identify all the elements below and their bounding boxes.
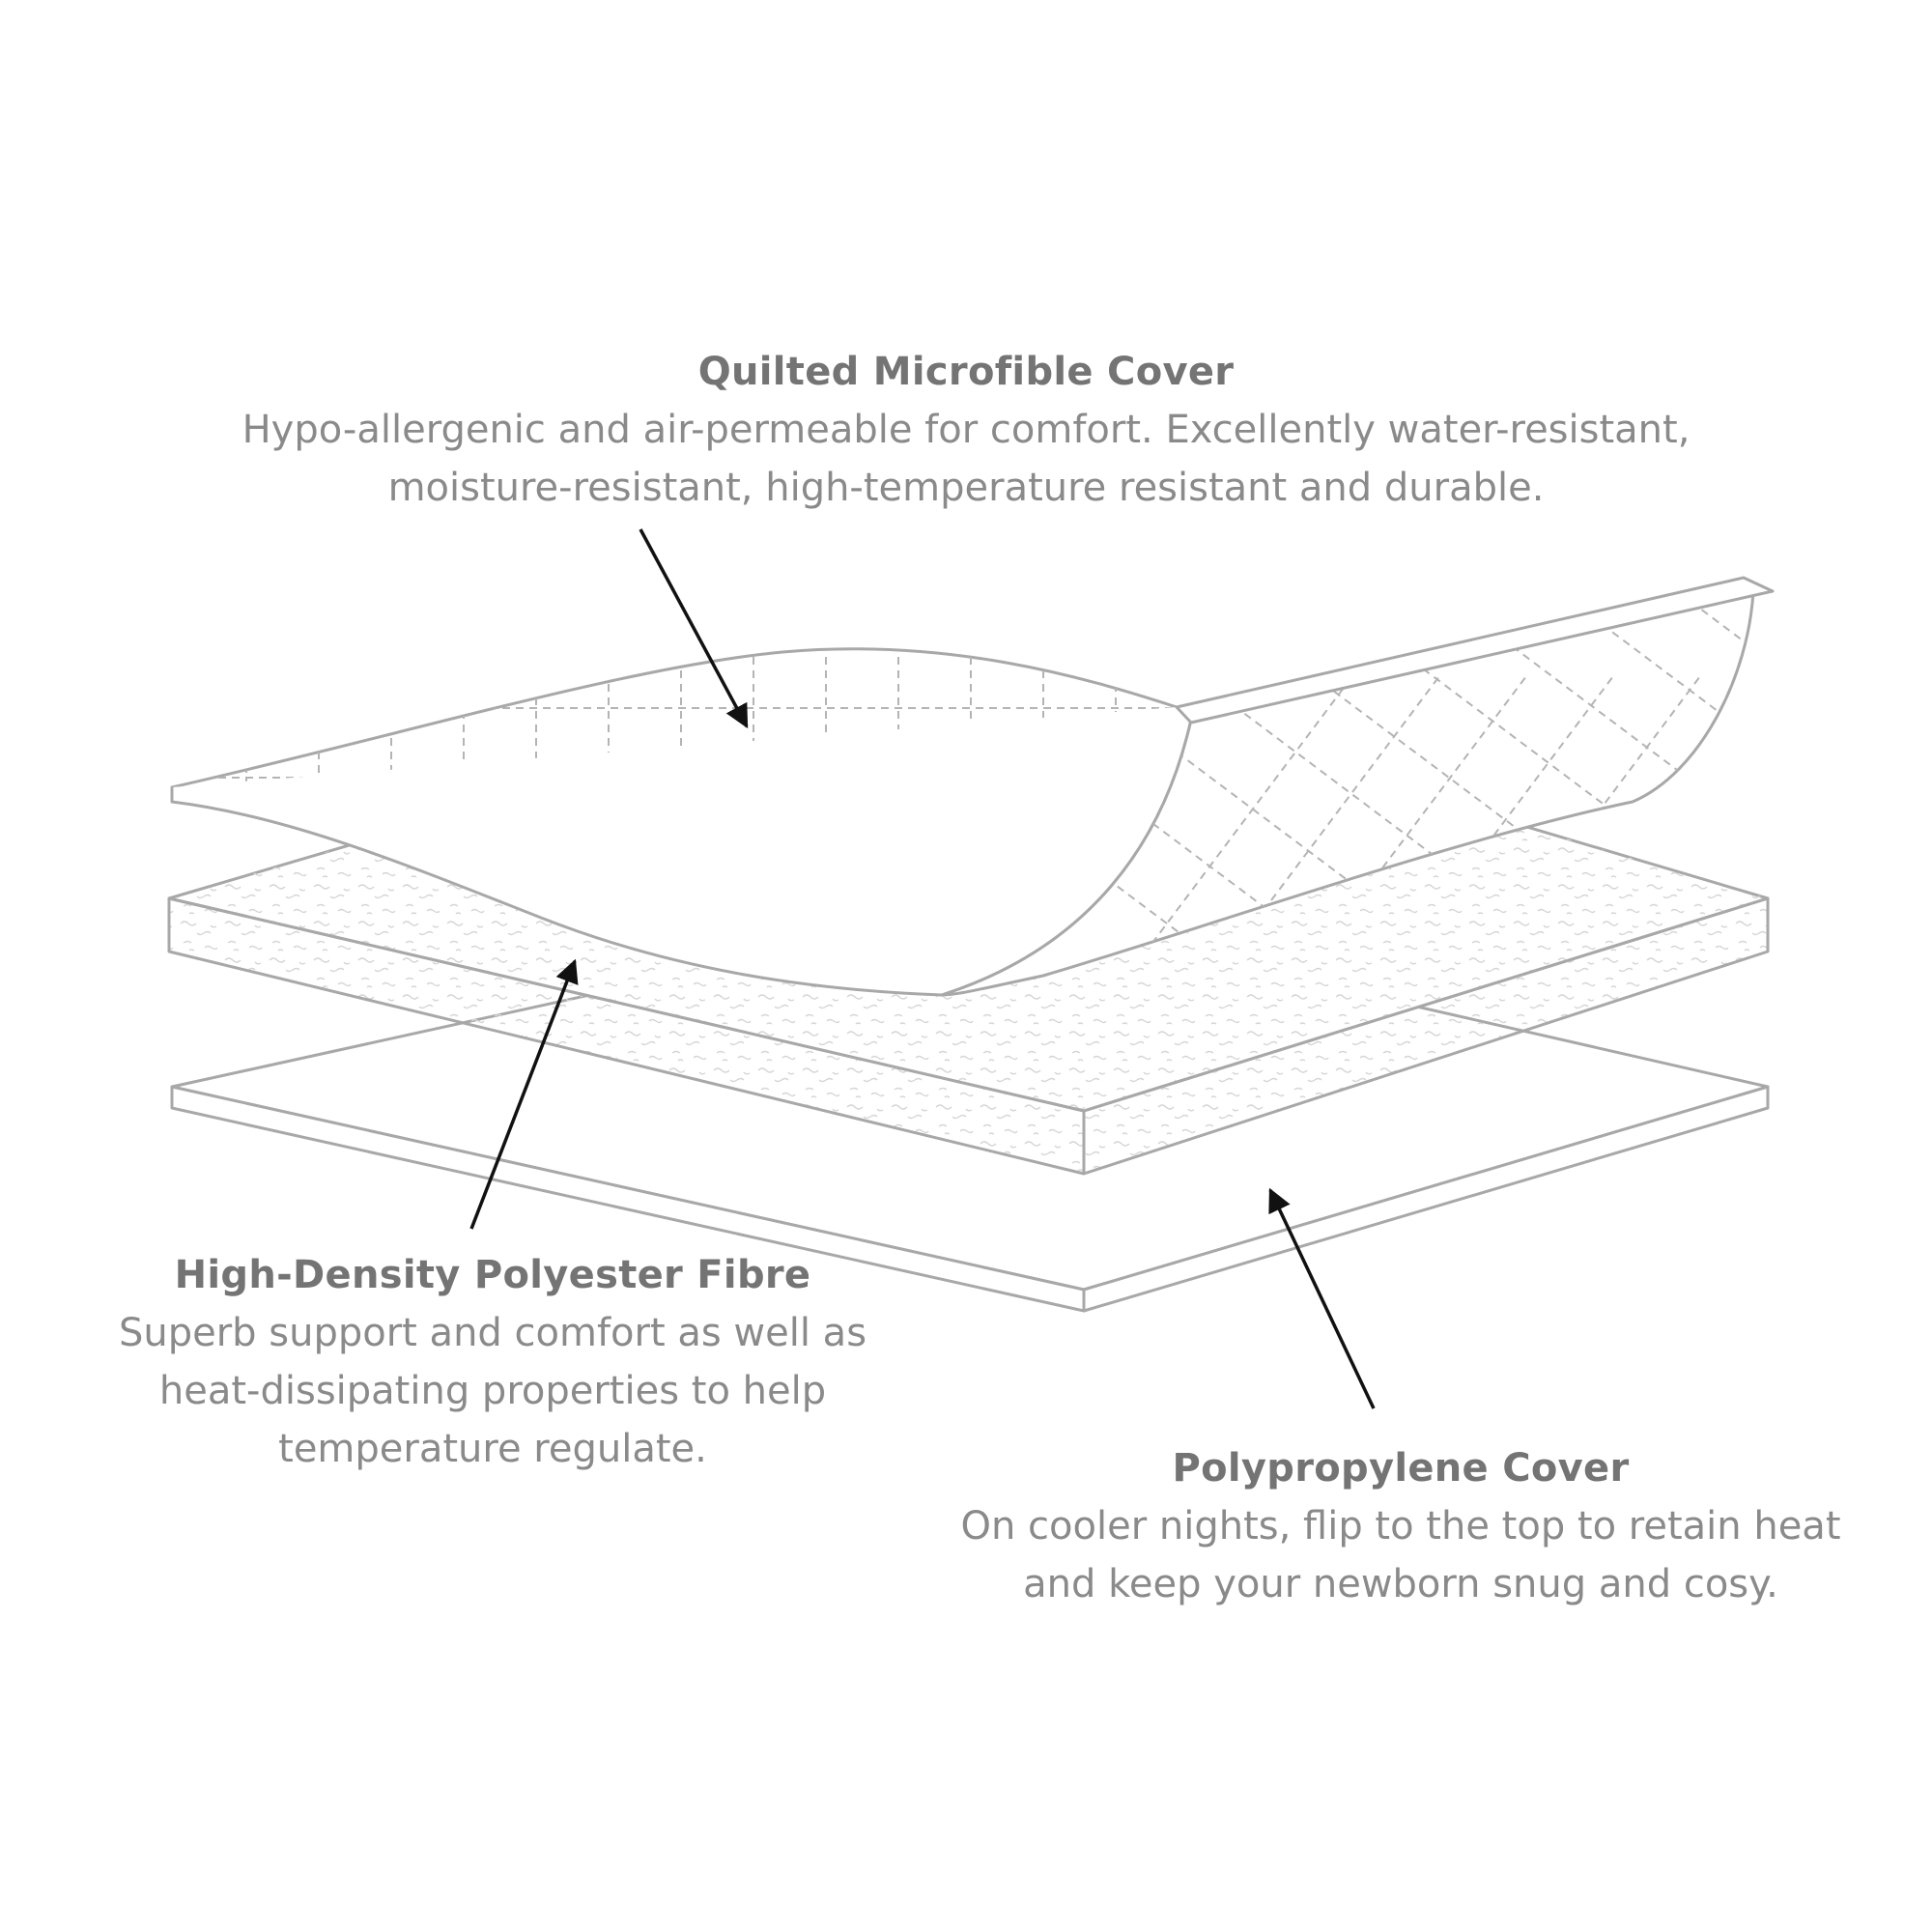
quilted-cover-layer [170,576,1775,997]
quilted-cover-curled-rim [1175,576,1775,724]
quilted-cover-description-line-2: moisture-resistant, high-temperature res… [387,466,1545,510]
quilted-cover-underside [940,589,1755,997]
polypropylene-cover-description-line-1: On cooler nights, flip to the top to ret… [960,1504,1841,1548]
polyester-fibre-description-line-1: Superb support and comfort as well as [118,1311,867,1355]
quilted-cover-callout: Quilted Microfible Cover Hypo-allergenic… [193,343,1739,517]
polyester-fibre-callout: High-Density Polyester Fibre Superb supp… [77,1246,908,1478]
polypropylene-cover-description-line-2: and keep your newborn snug and cosy. [1023,1562,1778,1606]
polyester-fibre-title: High-Density Polyester Fibre [174,1253,811,1297]
polyester-fibre-description-line-3: temperature regulate. [278,1427,707,1471]
polypropylene-cover-callout: Polypropylene Cover On cooler nights, fl… [918,1439,1884,1613]
polypropylene-cover-title: Polypropylene Cover [1172,1446,1630,1491]
polyester-fibre-description-line-2: heat-dissipating properties to help [158,1369,827,1413]
polypropylene-cover-side-edge [1082,1085,1770,1313]
quilted-cover-arrow [639,528,749,729]
polyester-fibre-arrow [469,958,579,1230]
polyester-fibre-side-face [1082,896,1770,1176]
quilted-cover-title: Quilted Microfible Cover [697,350,1235,394]
polypropylene-cover-arrow [1268,1187,1376,1409]
quilted-cover-description-line-1: Hypo-allergenic and air-permeable for co… [242,408,1690,452]
